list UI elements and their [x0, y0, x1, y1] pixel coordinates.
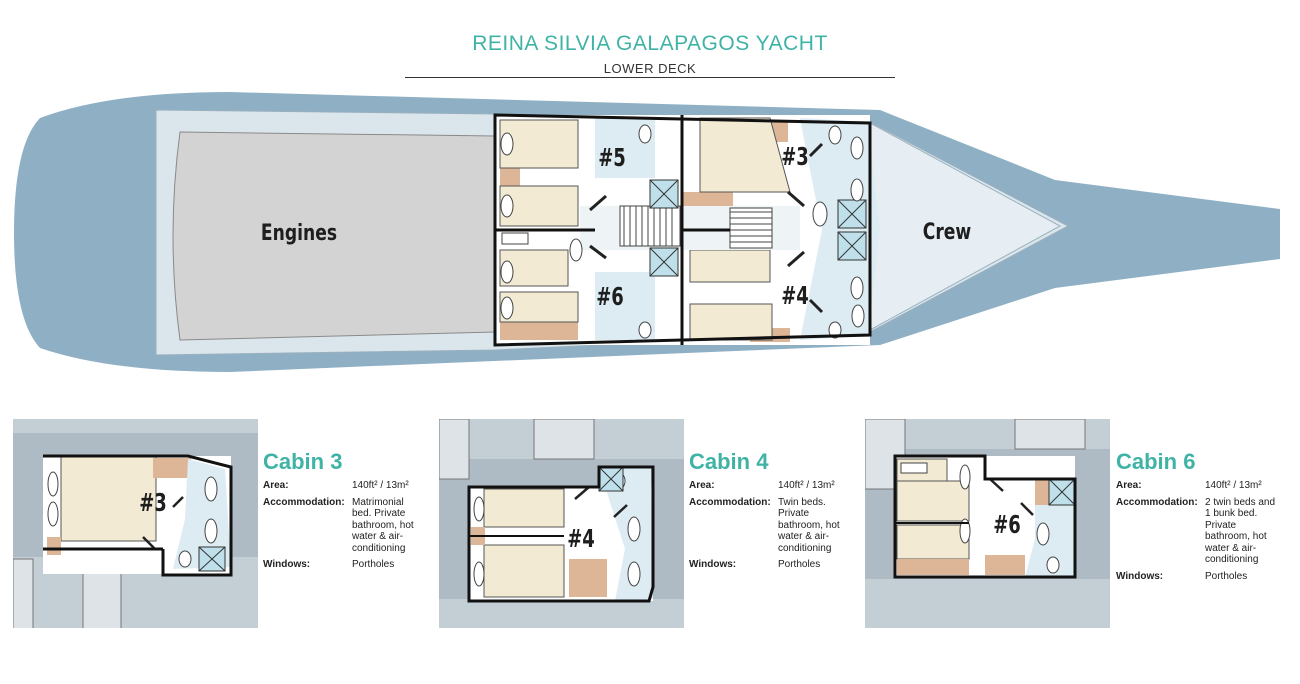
windows-label: Windows: — [263, 559, 311, 570]
crew-label: Crew — [923, 219, 972, 245]
cabin-number-4: #4 — [781, 282, 809, 311]
cabin-6-windows: Portholes — [1205, 570, 1248, 582]
windows-label: Windows: — [1116, 570, 1164, 582]
cabin-4-accommodation: Twin beds. Private bathroom, hot water &… — [778, 496, 840, 554]
cabin-6-plan: #6 — [865, 419, 1110, 628]
cabin-3-title: Cabin 3 — [263, 449, 343, 474]
cabin-4-title: Cabin 4 — [689, 449, 769, 474]
cabin-6-title: Cabin 6 — [1116, 449, 1196, 474]
cabin-3-plan-number: #3 — [139, 489, 167, 518]
accommodation-label: Accommodation: — [689, 496, 771, 508]
area-label: Area: — [1116, 480, 1142, 491]
area-label: Area: — [263, 480, 289, 491]
cabin-number-3: #3 — [781, 143, 809, 172]
deck-subtitle: LOWER DECK — [603, 61, 697, 76]
cabin-number-6: #6 — [596, 283, 624, 312]
accommodation-label: Accommodation: — [1116, 496, 1198, 508]
cabin-6-plan-number: #6 — [993, 511, 1021, 540]
cabin-4-plan: #4 — [439, 419, 684, 628]
cabin-3-info: Cabin 3 Area: 140ft² / 13m² Accommodation… — [263, 449, 424, 576]
engines-label: Engines — [261, 220, 337, 246]
cabin-6-accommodation: 2 twin beds and 1 bunk bed. Private bath… — [1205, 496, 1276, 566]
cabin-number-5: #5 — [598, 144, 626, 173]
engine-room — [172, 131, 496, 341]
cabin-6-info: Cabin 6 Area: 140ft² / 13m² Accommodation… — [1116, 449, 1279, 587]
portholes — [500, 132, 865, 328]
deck-plan: Engines Crew #5 #3 #6 #4 — [14, 92, 1280, 372]
cabin-3-area: 140ft² / 13m² — [352, 480, 409, 491]
cabin-3-windows: Portholes — [352, 559, 395, 570]
cabin-4-plan-number: #4 — [567, 525, 595, 554]
cabin-6-area: 140ft² / 13m² — [1205, 480, 1262, 491]
accommodation-label: Accommodation: — [263, 496, 345, 508]
cabin-4-info: Cabin 4 Area: 140ft² / 13m² Accommodation… — [689, 449, 850, 576]
cabin-4-windows: Portholes — [778, 559, 821, 570]
cabin-3-plan: #3 — [13, 419, 258, 628]
page-title: REINA SILVIA GALAPAGOS YACHT — [472, 32, 828, 55]
area-label: Area: — [689, 480, 715, 491]
cabin-4-area: 140ft² / 13m² — [778, 480, 835, 491]
windows-label: Windows: — [689, 559, 737, 570]
title-divider — [405, 77, 895, 78]
cabin-3-accommodation: Matrimonial bed. Private bathroom, hot w… — [352, 496, 414, 554]
cabin-block — [493, 113, 880, 347]
